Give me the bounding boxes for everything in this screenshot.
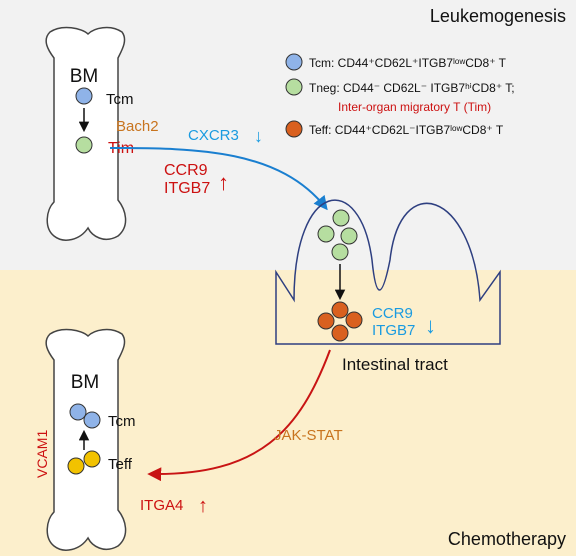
gut-teff-cell (331, 301, 349, 319)
ccr9-itgb7-up-arrow: ↑ (218, 170, 229, 195)
bottom-bone-teff-label: Teff (108, 456, 133, 473)
itga4-label: ITGA4 (140, 497, 183, 514)
top-bone-tcm-label: Tcm (106, 91, 134, 108)
bottom-bone-teff-cell (83, 450, 101, 468)
migration-to-gut-arrow (109, 147, 328, 211)
gut-tim-cell (317, 225, 335, 243)
return-to-bm-arrow (147, 349, 331, 482)
gut-teff-cell (345, 311, 363, 329)
gut-ccr9-label: CCR9 (372, 305, 413, 322)
top-panel-title: Leukemogenesis (430, 6, 566, 26)
top-bone-tcm-cell (75, 87, 93, 105)
gut-down-arrow: ↓ (425, 313, 436, 338)
top-bone-bm-label: BM (70, 66, 99, 87)
gut-tim-cell (332, 209, 350, 227)
jak-stat-label: JAK-STAT (274, 427, 343, 444)
itgb7-label: ITGB7 (164, 180, 210, 197)
gut-teff-cell (331, 324, 349, 342)
cxcr3-down-arrow: ↓ (254, 126, 263, 146)
gut-tim-cell (340, 227, 358, 245)
bottom-bone-tcm-cell (83, 411, 101, 429)
ccr9-label: CCR9 (164, 162, 208, 179)
bottom-bone-shape (45, 328, 127, 551)
legend-teff-label: Teff: CD44⁺CD62L⁻ITGB7ˡᵒʷCD8⁺ T (309, 123, 504, 137)
legend-tcm-swatch (285, 53, 303, 71)
cxcr3-label: CXCR3 (188, 127, 239, 144)
legend-tneg-label: Tneg: CD44⁻ CD62L⁻ ITGB7ʰⁱCD8⁺ T; (309, 81, 515, 95)
itga4-up-arrow: ↑ (198, 495, 208, 517)
top-bone-bach2-label: Bach2 (116, 118, 159, 135)
legend-tneg-sublabel: Inter-organ migratory T (Tim) (338, 100, 491, 114)
bottom-bone-tcm-cell (69, 403, 87, 421)
bottom-bone-tcm-label: Tcm (108, 413, 136, 430)
gut-itgb7-label: ITGB7 (372, 322, 415, 339)
gut-teff-cell (317, 312, 335, 330)
vcam1-label: VCAM1 (34, 430, 50, 478)
legend-teff-swatch (285, 120, 303, 138)
legend-tcm-label: Tcm: CD44⁺CD62L⁺ITGB7ˡᵒʷCD8⁺ T (309, 56, 507, 70)
gut-tim-cell (331, 243, 349, 261)
legend-tneg-swatch (285, 78, 303, 96)
intestinal-tract-label: Intestinal tract (342, 355, 448, 374)
bottom-bone-teff-cell (67, 457, 85, 475)
bottom-panel-title: Chemotherapy (448, 529, 566, 549)
top-bone-tim-cell (75, 136, 93, 154)
top-bone-shape (45, 26, 127, 241)
intestinal-villi-outline (275, 199, 501, 345)
bottom-bone-bm-label: BM (71, 372, 100, 393)
